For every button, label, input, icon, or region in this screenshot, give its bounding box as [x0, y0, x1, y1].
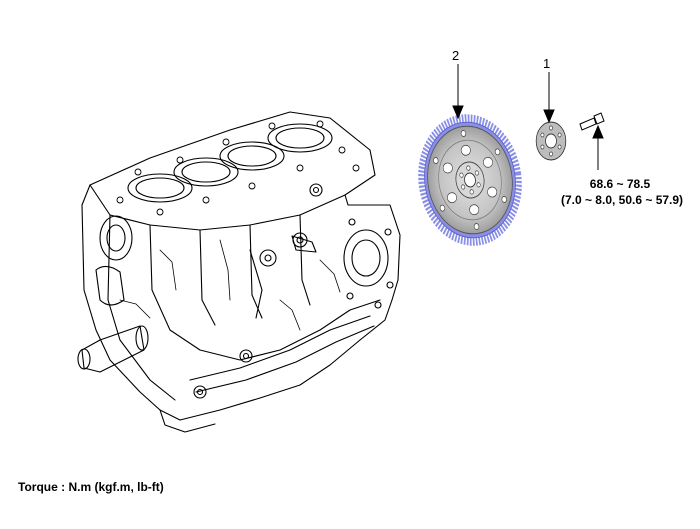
callout-number-flywheel: 2 — [452, 48, 460, 63]
torque-spec-nm: 68.6 ~ 78.5 — [589, 177, 651, 191]
flywheel-drive-plate — [418, 114, 522, 246]
torque-units-legend: Torque : N.m (kgf.m, lb-ft) — [18, 480, 164, 494]
mounting-bolt — [579, 112, 605, 131]
torque-spec-alt-units: (7.0 ~ 8.0, 50.6 ~ 57.9) — [560, 193, 684, 207]
adapter-plate — [535, 121, 567, 161]
leader-lines — [452, 64, 604, 170]
callout-number-adapter-plate: 1 — [543, 56, 551, 71]
engine-block — [77, 111, 401, 433]
